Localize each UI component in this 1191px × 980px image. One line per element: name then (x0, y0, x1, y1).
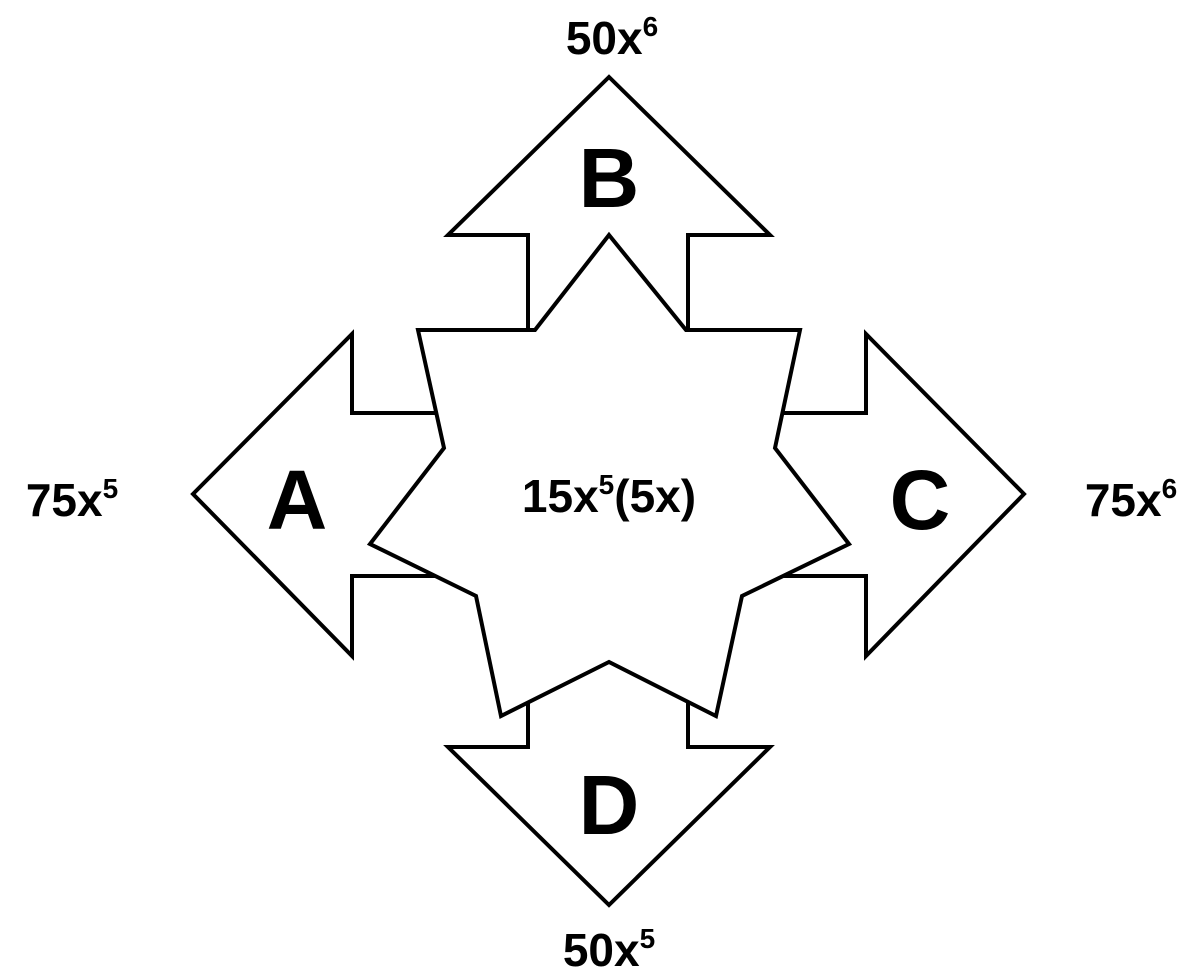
arrow-c-letter: C (890, 453, 951, 547)
arrow-a-letter: A (267, 453, 328, 547)
result-c-exponent: 6 (1162, 473, 1178, 504)
result-b: 50x6 (566, 11, 658, 64)
result-d: 50x5 (563, 923, 655, 976)
center-expression-base: 15x (522, 470, 599, 522)
result-d-base: 50x (563, 924, 640, 976)
result-c-base: 75x (1085, 474, 1162, 526)
center-expression-tail: (5x) (614, 470, 696, 522)
result-b-base: 50x (566, 12, 643, 64)
center-expression-exponent: 5 (599, 469, 615, 500)
result-a: 75x5 (26, 473, 118, 526)
arrow-b-letter: B (579, 131, 640, 225)
result-d-exponent: 5 (640, 923, 656, 954)
result-a-exponent: 5 (103, 473, 119, 504)
arrow-d-letter: D (579, 758, 640, 852)
center-star (366, 231, 853, 719)
center-expression: 15x5(5x) (522, 469, 696, 522)
result-a-base: 75x (26, 474, 103, 526)
result-b-exponent: 6 (643, 11, 659, 42)
result-c: 75x6 (1085, 473, 1177, 526)
